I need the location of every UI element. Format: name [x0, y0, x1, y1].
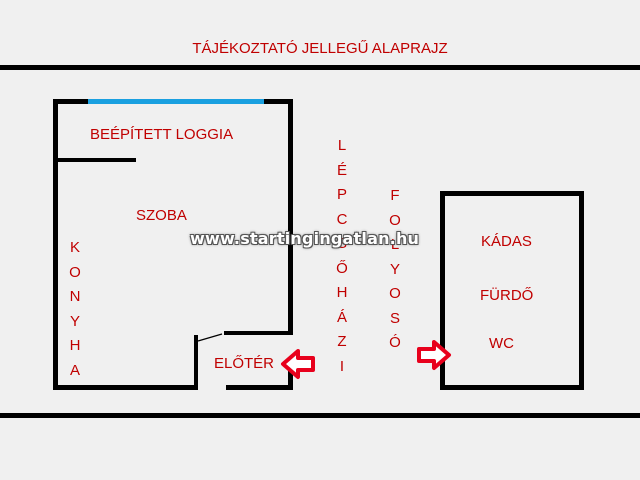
folyoso-letter: O [389, 211, 401, 229]
hallway-partition-top [224, 331, 293, 335]
building-bottom-wall [0, 413, 640, 418]
room-label: SZOBA [136, 207, 187, 224]
folyoso-letter: Y [389, 260, 400, 278]
lepcsohazi-letter: Á [336, 308, 347, 326]
apartment-bottom-wall-left [53, 385, 196, 390]
bath-label: KÁDAS [481, 233, 532, 250]
lepcsohazi-letter: Ő [336, 259, 348, 277]
bathroom-walls [440, 191, 584, 390]
konyha-letter: K [69, 239, 80, 256]
bathroom-left-wall-top [440, 191, 445, 390]
apartment-bottom-wall-right [226, 385, 293, 390]
folyoso-letter: F [390, 187, 400, 204]
konyha-letter: O [69, 263, 81, 281]
hallway-partition-left [194, 335, 198, 390]
bathroom-entrance-arrow [417, 340, 451, 370]
lepcsohazi-letter: L [337, 137, 347, 154]
hallway-label: ELŐTÉR [214, 355, 275, 372]
watermark: www.startingingatlan.hu [190, 229, 420, 248]
lepcsohazi-letter: Z [337, 333, 347, 350]
apartment-right-wall-lower [288, 370, 293, 390]
apartment-entrance-arrow [281, 349, 315, 379]
wc-label: WC [489, 335, 514, 352]
building-top-wall [0, 65, 640, 70]
lepcsohazi-letter: C [336, 210, 348, 228]
bathroom-top-wall [440, 191, 584, 196]
door-swing [197, 333, 223, 342]
konyha-letter: N [69, 288, 81, 305]
lepcsohazi-letter: I [339, 357, 345, 375]
konyha-letter: Y [69, 312, 80, 330]
konyha-letter: A [69, 361, 80, 379]
apartment-left-wall [53, 99, 58, 390]
plan-title: TÁJÉKOZTATÓ JELLEGŰ ALAPRAJZ [192, 40, 448, 57]
loggia-label: BEÉPÍTETT LOGGIA [90, 126, 234, 143]
lepcsohazi-letter: É [336, 161, 347, 179]
folyoso-letter: O [389, 285, 401, 302]
bathroom-label: FÜRDŐ [480, 287, 534, 304]
window [88, 99, 264, 104]
folyoso-letter: Ó [389, 334, 401, 351]
loggia-partition [58, 158, 136, 162]
apartment-right-wall [288, 99, 293, 335]
bathroom-bottom-wall [440, 385, 584, 390]
bathroom-right-wall [579, 191, 584, 390]
lepcsohazi-letter: H [336, 284, 348, 301]
lepcsohazi-letter: P [336, 186, 347, 203]
folyoso-letter: L [390, 236, 400, 253]
lepcsohazi-letter: S [336, 235, 347, 252]
konyha-letter: H [69, 337, 81, 354]
folyoso-letter: S [389, 309, 400, 327]
